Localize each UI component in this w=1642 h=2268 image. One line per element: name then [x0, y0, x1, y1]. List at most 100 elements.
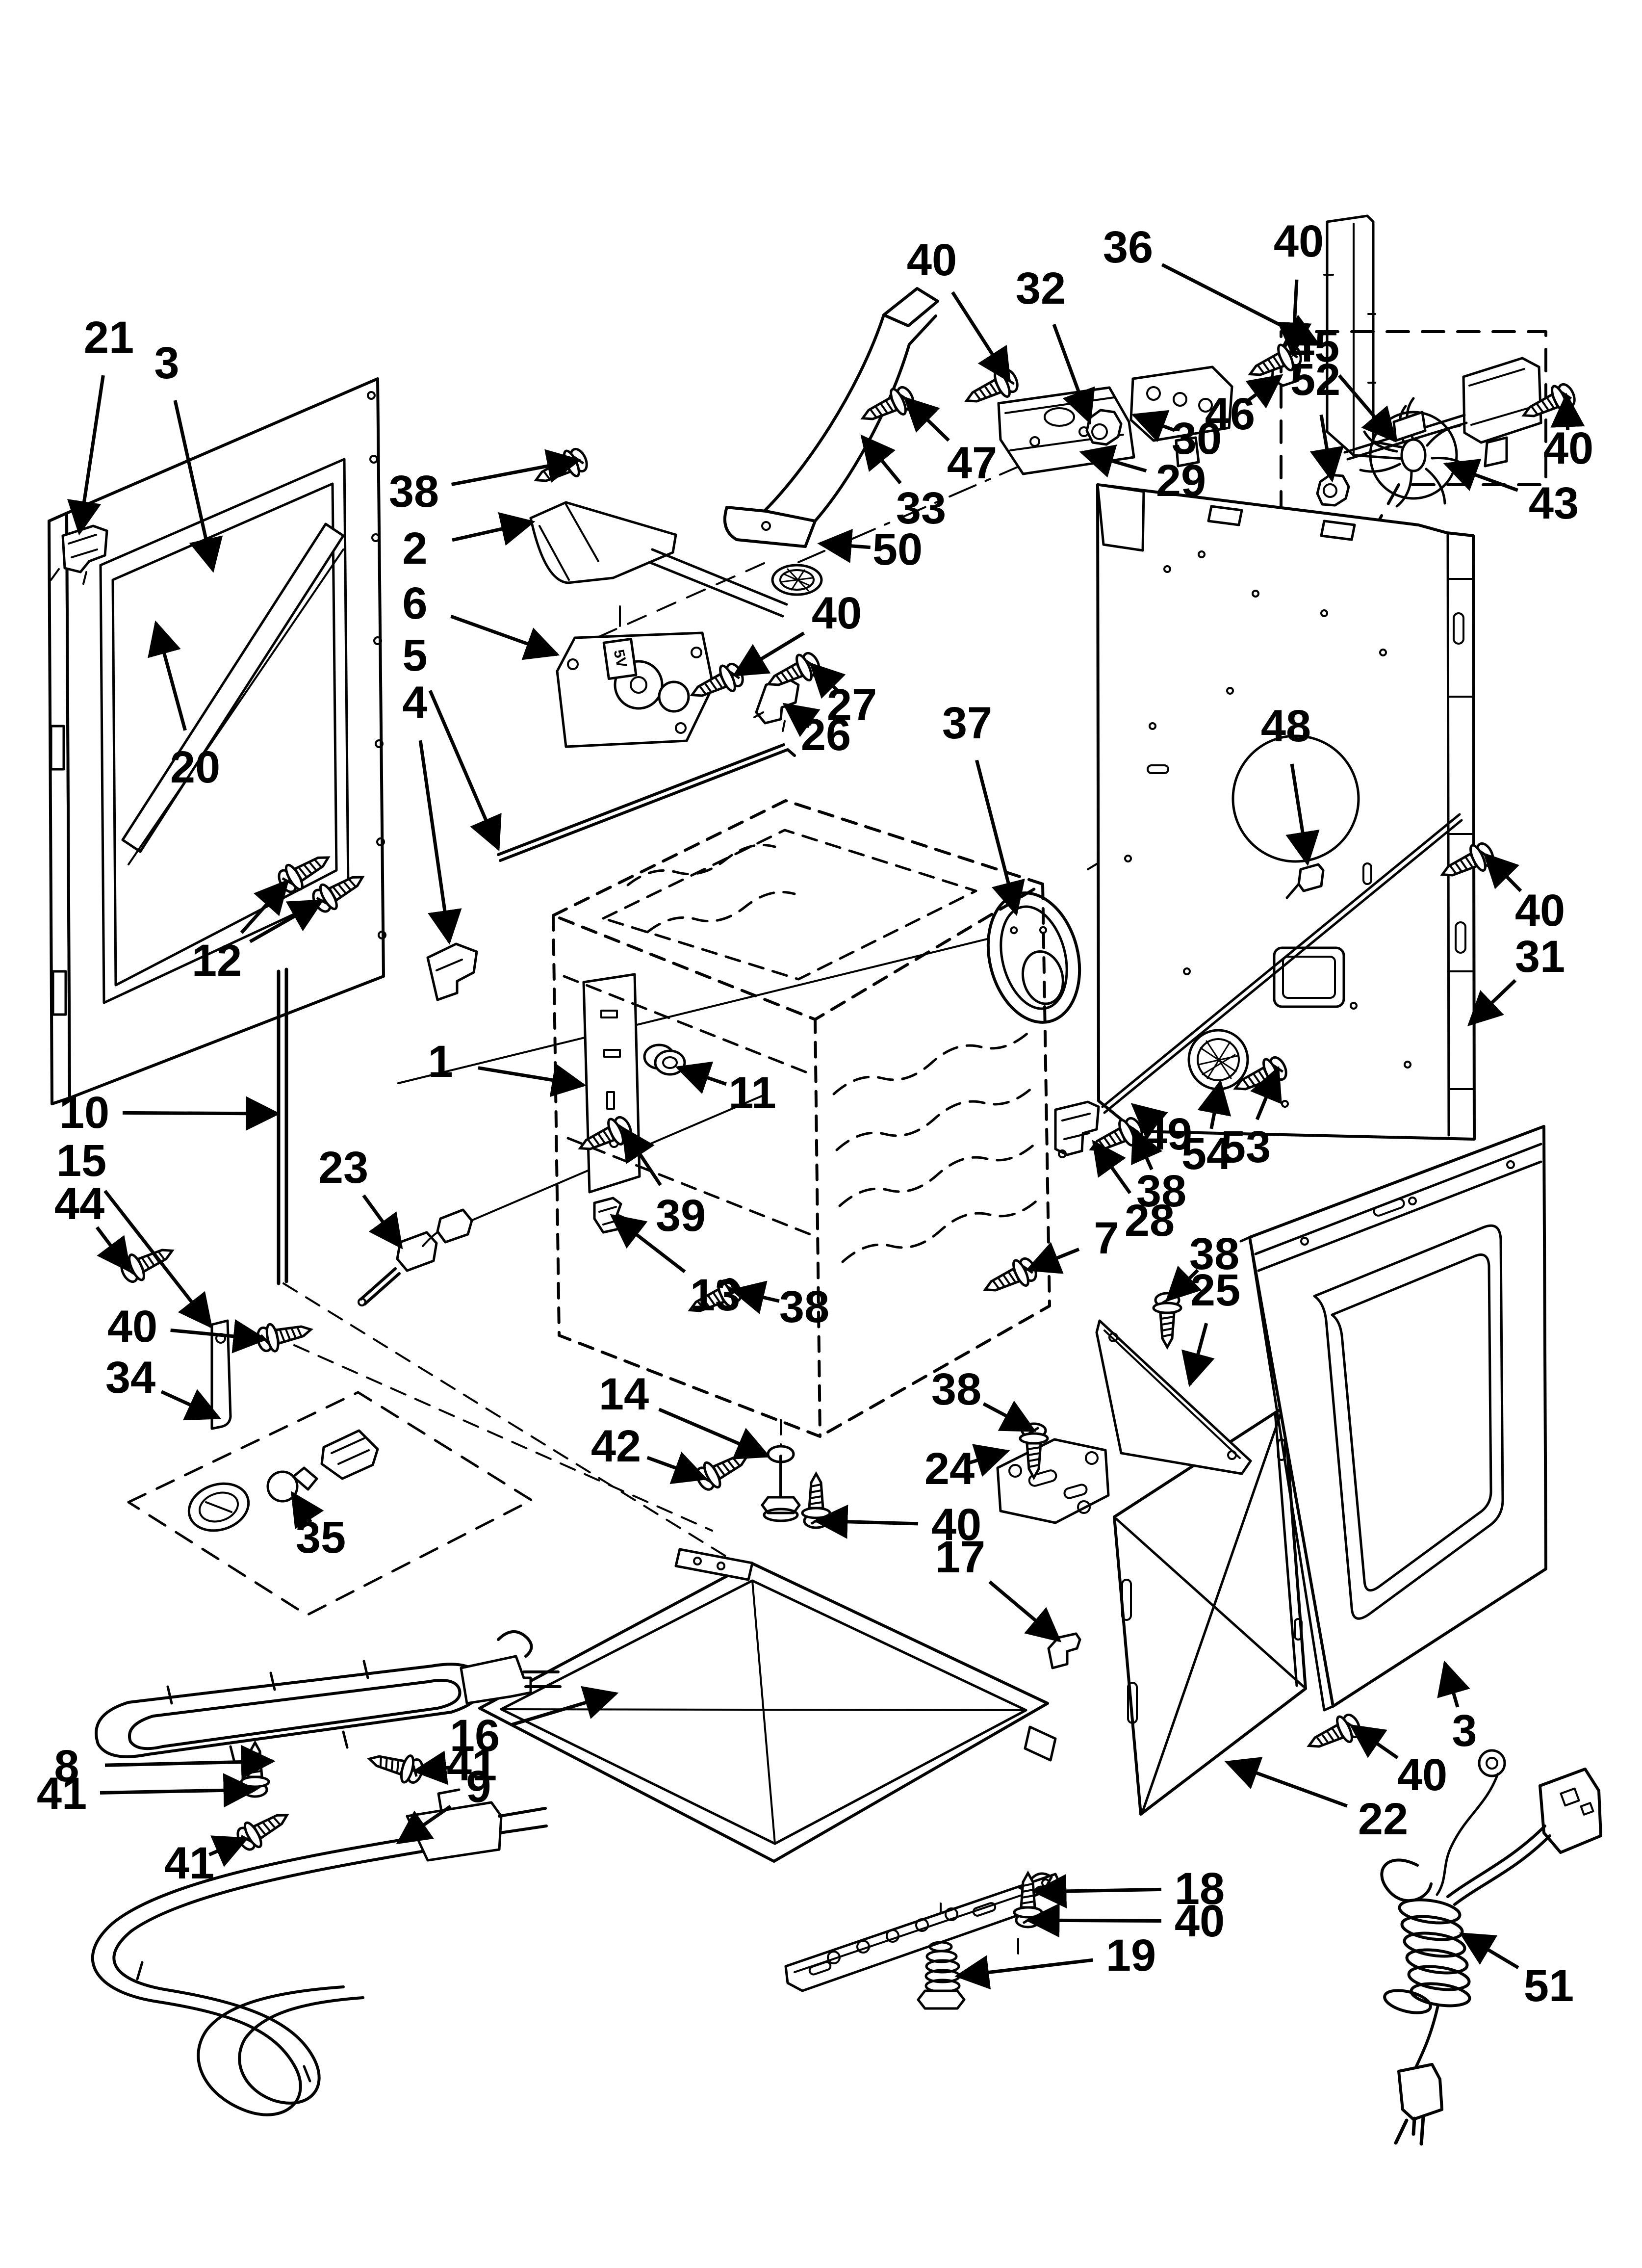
callout-label-20: 20	[170, 742, 220, 792]
callout-label-29: 29	[1156, 456, 1206, 506]
callout-label-30: 30	[1172, 414, 1222, 464]
callout-41: 41	[412, 1740, 497, 1790]
callout-label-47: 47	[947, 438, 997, 488]
cord-coil	[1383, 1898, 1471, 2014]
callout-label-22: 22	[1358, 1794, 1408, 1844]
callout-38: 38	[1165, 1229, 1239, 1302]
latch-support-1	[582, 973, 641, 1194]
callout-label-7: 7	[1094, 1213, 1119, 1263]
bracket-2	[529, 501, 788, 618]
callout-label-36: 36	[1103, 222, 1153, 272]
callout-label-40: 40	[1515, 886, 1565, 936]
callout-40: 40	[1349, 1724, 1447, 1800]
callout-label-41: 41	[164, 1838, 214, 1888]
callout-32: 32	[1016, 263, 1095, 425]
callout-10: 10	[59, 1088, 281, 1138]
callout-label-14: 14	[599, 1369, 649, 1419]
callout-label-23: 23	[318, 1143, 368, 1193]
callout-label-40: 40	[1397, 1750, 1447, 1800]
callout-40: 40	[1274, 216, 1324, 357]
callout-label-40: 40	[931, 1500, 981, 1550]
callout-22: 22	[1224, 1757, 1408, 1844]
callout-4: 4	[402, 678, 462, 945]
callout-label-31: 31	[1515, 932, 1565, 982]
callout-label-52: 52	[1290, 355, 1340, 405]
broil-element-8	[95, 1630, 562, 1764]
callout-label-34: 34	[105, 1353, 155, 1403]
clip-17	[1047, 1632, 1081, 1669]
latch-switch-marking: 5V	[610, 648, 630, 669]
rear-panel-31	[1096, 483, 1476, 1141]
rod-clip-4	[426, 942, 478, 1001]
callout-label-42: 42	[591, 1421, 641, 1471]
callout-label-3: 3	[154, 338, 179, 388]
callout-label-43: 43	[1529, 478, 1579, 528]
callout-label-46: 46	[1205, 389, 1255, 439]
callout-label-38: 38	[779, 1282, 829, 1332]
callout-34: 34	[105, 1353, 222, 1421]
callout-12: 12	[192, 879, 324, 986]
callout-label-6: 6	[402, 578, 427, 628]
callout-7: 7	[1025, 1213, 1119, 1274]
callout-40: 40	[813, 1500, 981, 1550]
callout-label-33: 33	[896, 483, 946, 533]
bottom-pan-16	[478, 1548, 1057, 1863]
leveling-leg-14	[761, 1445, 801, 1522]
callout-27: 27	[809, 662, 877, 730]
callout-47: 47	[903, 396, 997, 488]
callout-40: 40	[907, 235, 1011, 383]
callout-40: 40	[732, 588, 862, 677]
callout-label-21: 21	[84, 313, 134, 363]
callout-15: 15	[56, 1136, 213, 1329]
panel-holes	[1124, 550, 1411, 1108]
callout-44: 44	[54, 1179, 131, 1273]
callout-28: 28	[1092, 1140, 1175, 1246]
callout-26: 26	[782, 703, 851, 760]
callout-label-24: 24	[924, 1444, 975, 1494]
callout-label-40: 40	[1274, 216, 1324, 266]
callout-label-41: 41	[37, 1769, 87, 1819]
door-glass-band	[121, 522, 345, 853]
callout-label-40: 40	[1543, 423, 1593, 473]
cavity-roller-11	[643, 1043, 686, 1076]
callout-label-11: 11	[728, 1068, 776, 1118]
callout-label-41: 41	[447, 1740, 497, 1790]
latch-rod-5	[497, 743, 796, 862]
callout-label-8: 8	[54, 1741, 79, 1791]
callout-label-37: 37	[942, 698, 992, 748]
callout-54: 54	[1181, 1079, 1232, 1179]
callout-16: 16	[450, 1686, 619, 1761]
callout-3: 3	[154, 338, 223, 573]
support-wedge-25	[1095, 1319, 1252, 1475]
callout-40: 40	[1543, 392, 1593, 473]
callout-40: 40	[1483, 853, 1565, 936]
callout-38: 38	[1131, 1126, 1186, 1216]
fan-motor-kit-43	[1280, 330, 1547, 541]
callout-5: 5	[402, 630, 502, 852]
clip-13	[593, 1197, 627, 1234]
bracket-28	[1054, 1100, 1100, 1158]
callout-label-54: 54	[1181, 1129, 1232, 1179]
callout-label-17: 17	[935, 1532, 985, 1582]
callout-label-50: 50	[872, 524, 923, 574]
callout-9: 9	[396, 1762, 491, 1845]
callout-43: 43	[1443, 459, 1579, 528]
callout-label-2: 2	[402, 523, 427, 574]
callout-label-26: 26	[801, 710, 851, 760]
callout-40: 40	[1025, 1896, 1225, 1946]
ground-strap-49	[1101, 813, 1463, 1114]
callout-50: 50	[817, 524, 923, 574]
callout-40: 40	[107, 1302, 268, 1354]
callout-51: 51	[1459, 1932, 1574, 2011]
callout-41: 41	[164, 1835, 249, 1888]
oven-door-right	[1239, 1125, 1547, 1712]
callout-label-12: 12	[192, 936, 242, 986]
callout-label-38: 38	[389, 467, 439, 517]
callout-label-40: 40	[1175, 1896, 1225, 1946]
hinge-latch-bracket-21	[50, 524, 108, 585]
callout-label-40: 40	[907, 235, 957, 285]
callout-29: 29	[1079, 444, 1206, 506]
callout-label-9: 9	[466, 1762, 491, 1812]
callout-23: 23	[318, 1143, 403, 1250]
